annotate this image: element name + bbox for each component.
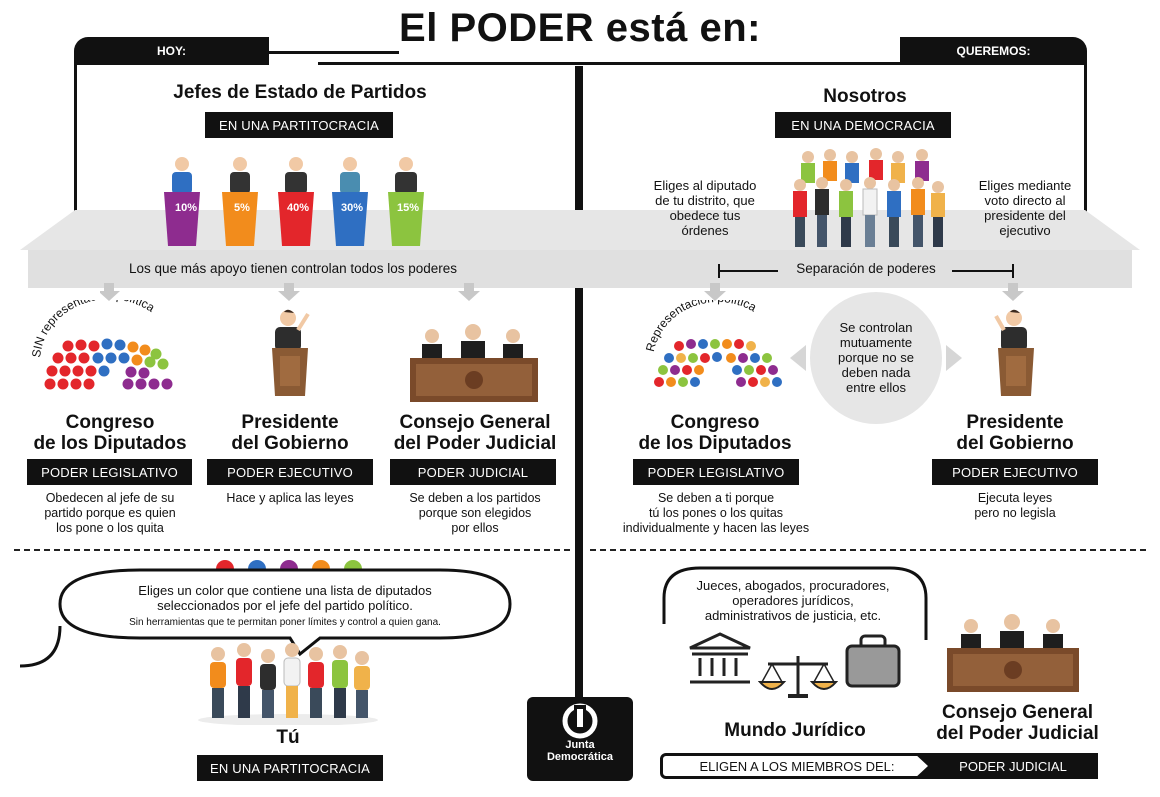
right-president-figure	[994, 309, 1034, 396]
header-rail-left	[269, 51, 399, 54]
left-heading: Jefes de Estado de Partidos	[173, 82, 427, 103]
left-heading-pill: EN UNA PARTITOCRACIA	[205, 112, 393, 138]
left-voters-crowd	[198, 643, 378, 725]
junta-democratica-logo: Junta Democrática	[527, 697, 633, 781]
podium-label-4: 30%	[340, 202, 364, 214]
header-rail-right	[575, 62, 900, 65]
tu-pill: EN UNA PARTITOCRACIA	[197, 755, 383, 781]
juridico-bubble-text: Jueces, abogados, procuradores,operadore…	[696, 578, 890, 623]
right-band-text: Separación de poderes	[796, 261, 936, 276]
left-consejo-pill: PODER JUDICIAL	[390, 459, 556, 485]
separation-tick-left	[718, 264, 720, 278]
briefcase-icon	[845, 634, 901, 688]
right-citizens-crowd	[793, 148, 945, 247]
podium-label-3: 40%	[286, 202, 310, 214]
page-title: El PODER está en:	[399, 6, 761, 50]
jd-logo-icon	[562, 703, 598, 739]
mundo-juridico-label: Mundo Jurídico	[724, 720, 866, 741]
party-podiums	[164, 157, 424, 246]
separation-tick-right	[1012, 264, 1014, 278]
right-congreso-pill: PODER LEGISLATIVO	[633, 459, 799, 485]
right-heading-pill: EN UNA DEMOCRACIA	[775, 112, 951, 138]
bubble-line-3: Sin herramientas que te permitan poner l…	[129, 617, 441, 628]
right-hemicycle: Representación política	[643, 300, 782, 387]
bubble-line-1: Eliges un color que contiene una lista d…	[138, 583, 432, 598]
scales-icon	[758, 656, 838, 698]
separation-line-right	[952, 270, 1014, 272]
podium-label-2: 5%	[234, 202, 250, 214]
politician-5	[388, 157, 424, 246]
right-down-arrows	[704, 283, 1024, 301]
podium-label-5: 15%	[396, 202, 420, 214]
politician-4	[332, 157, 368, 246]
right-heading: Nosotros	[823, 86, 907, 107]
mutual-control-arrows	[790, 345, 962, 371]
podium-label-1: 10%	[174, 202, 198, 214]
tab-hoy: HOY:	[74, 37, 269, 65]
bubble-line-2: seleccionados por el jefe del partido po…	[157, 598, 413, 613]
frame-right	[1084, 64, 1087, 214]
left-president-figure	[272, 309, 310, 396]
left-dashed-separator	[14, 549, 570, 551]
header-rail-under-title	[318, 62, 578, 65]
right-dashed-separator	[590, 549, 1146, 551]
tab-queremos: QUEREMOS:	[900, 37, 1087, 65]
separation-line-left	[718, 270, 778, 272]
left-presidente-pill: PODER EJECUTIVO	[207, 459, 373, 485]
eligen-text: ELIGEN A LOS MIEMBROS DEL:	[699, 759, 895, 774]
politician-3	[278, 157, 314, 246]
eligen-target: PODER JUDICIAL	[959, 759, 1067, 774]
left-down-arrows	[100, 283, 480, 301]
left-presidente-desc: Hace y aplica las leyes	[226, 491, 354, 505]
right-presidente-pill: PODER EJECUTIVO	[932, 459, 1098, 485]
tu-label: Tú	[276, 727, 300, 748]
right-judges-bench	[947, 614, 1079, 692]
eligen-target-arrow	[914, 753, 1098, 779]
center-divider	[575, 66, 583, 702]
left-judges-bench	[410, 324, 538, 402]
left-band-text: Los que más apoyo tienen controlan todos…	[129, 261, 457, 276]
juridico-speech-bubble	[662, 566, 928, 640]
frame-left	[74, 64, 77, 214]
left-hemicycle: SIN representación política	[29, 300, 173, 390]
left-congreso-pill: PODER LEGISLATIVO	[27, 459, 192, 485]
politician-2	[222, 157, 258, 246]
mutual-control-circle	[810, 292, 942, 424]
courthouse-icon	[689, 632, 751, 684]
politician-1	[164, 157, 200, 246]
